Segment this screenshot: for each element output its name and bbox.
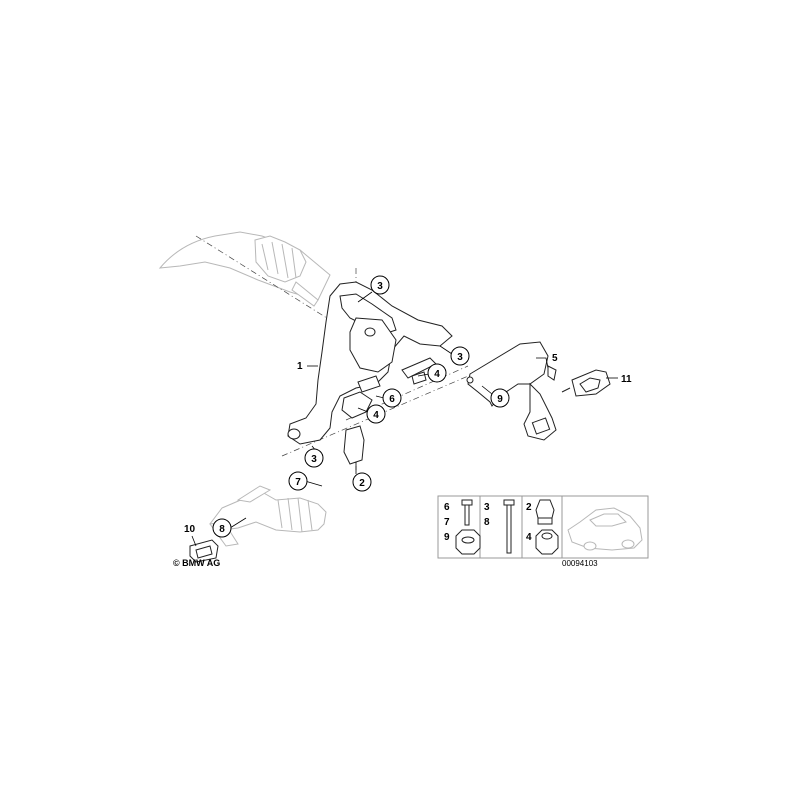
- svg-text:9: 9: [497, 394, 503, 405]
- svg-text:2: 2: [359, 478, 365, 489]
- callout-9: 9: [490, 388, 510, 408]
- svg-text:8: 8: [219, 524, 225, 535]
- legend-label-6: 6: [444, 502, 450, 513]
- callout-3-top: 3: [370, 275, 390, 295]
- svg-text:4: 4: [373, 410, 379, 421]
- svg-text:3: 3: [457, 352, 463, 363]
- pedal-bracket: [287, 281, 453, 465]
- small-parts-legend: 6 7 9 3 8 2 4: [437, 495, 649, 559]
- label-5: 5: [552, 353, 558, 364]
- car-silhouette-icon: [567, 507, 643, 551]
- callout-6: 6: [382, 388, 402, 408]
- short-bolt-icon: [461, 499, 473, 526]
- clip-part: [189, 539, 219, 563]
- background-assembly: [158, 231, 331, 307]
- legend-label-3: 3: [484, 502, 490, 513]
- hex-nut-icon: [455, 529, 481, 555]
- copyright-text: © BMW AG: [173, 558, 220, 568]
- callout-7: 7: [288, 471, 308, 491]
- long-bolt-icon: [503, 499, 515, 554]
- callout-3-left: 3: [304, 448, 324, 468]
- callout-3-right: 3: [450, 346, 470, 366]
- legend-label-9: 9: [444, 532, 450, 543]
- svg-text:4: 4: [434, 369, 440, 380]
- label-10: 10: [184, 524, 196, 535]
- clutch-master-cylinder: [209, 485, 327, 547]
- svg-text:7: 7: [295, 477, 301, 488]
- svg-text:3: 3: [377, 281, 383, 292]
- legend-label-8: 8: [484, 517, 490, 528]
- callout-4-left: 4: [366, 404, 386, 424]
- svg-text:3: 3: [311, 454, 317, 465]
- legend-label-4: 4: [526, 532, 532, 543]
- callout-2: 2: [352, 472, 372, 492]
- label-11: 11: [621, 374, 632, 385]
- diagram-number: 00094103: [562, 559, 598, 568]
- rubber-stop-icon: [535, 499, 555, 525]
- callout-4-right: 4: [427, 363, 447, 383]
- legend-label-2: 2: [526, 502, 532, 513]
- label-1: 1: [297, 361, 303, 372]
- brake-light-switch: [561, 369, 611, 397]
- sensor-bracket: [466, 341, 557, 441]
- callout-8: 8: [212, 518, 232, 538]
- flange-nut-icon: [535, 529, 559, 555]
- svg-text:6: 6: [389, 394, 395, 405]
- legend-label-7: 7: [444, 517, 450, 528]
